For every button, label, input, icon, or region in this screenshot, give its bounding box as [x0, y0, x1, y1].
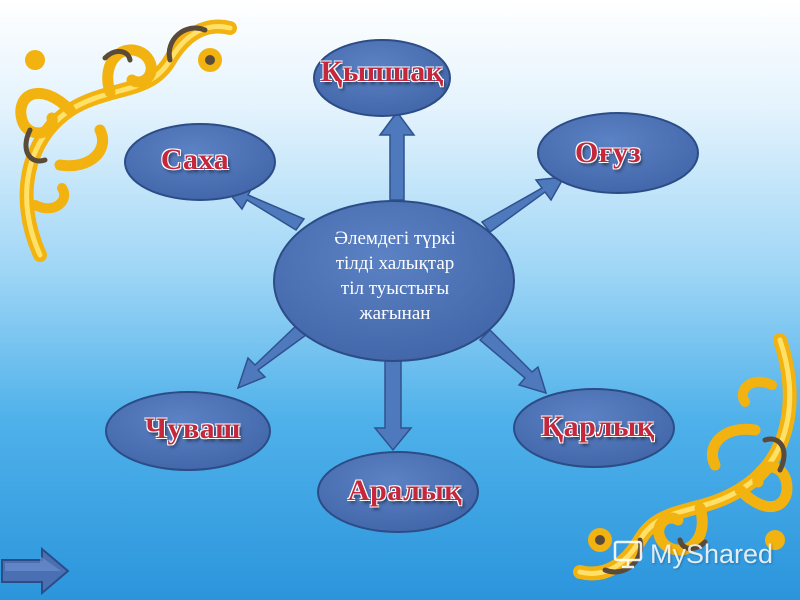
- ornament-bottom-right: [573, 333, 797, 581]
- watermark: MyShared: [612, 536, 773, 572]
- right-arrow-icon: [1, 546, 70, 596]
- center-line-4: жағынан: [359, 303, 431, 324]
- arrow-to-chuvash: [236, 320, 312, 390]
- node-chuvash-label: Чуваш: [144, 412, 242, 445]
- arrow-to-oguz: [480, 176, 566, 234]
- arrow-to-kypshak: [378, 110, 416, 201]
- center-node-text: Әлемдегі түркі тілді халықтар тіл туысты…: [285, 226, 505, 326]
- center-line-1: Әлемдегі түркі: [334, 228, 456, 249]
- node-saha-shape: [124, 123, 276, 201]
- node-saha-label: Саха: [160, 143, 230, 176]
- node-kypshak-shape: [313, 39, 451, 117]
- center-line-2: тілді халықтар: [335, 253, 455, 274]
- node-oguz-label: Оғуз: [574, 136, 641, 169]
- arrow-to-karlyk: [478, 328, 548, 395]
- ornament-top-left: [15, 19, 237, 262]
- node-kypshak-label: Қыпшақ: [320, 55, 444, 88]
- node-oguz-shape: [537, 112, 699, 194]
- next-slide-button[interactable]: [0, 546, 72, 596]
- arrow-to-aralyk: [373, 359, 413, 452]
- node-aralyk-label: Аралық: [347, 474, 463, 507]
- node-chuvash-shape: [105, 391, 271, 471]
- node-karlyk-shape: [513, 388, 675, 468]
- center-node-shape: [273, 200, 515, 362]
- presentation-icon: [613, 540, 643, 569]
- node-aralyk-shape: [317, 451, 479, 533]
- watermark-text: MyShared: [650, 538, 774, 569]
- center-line-3: тіл туыстығы: [340, 278, 450, 299]
- node-karlyk-label: Қарлық: [541, 410, 655, 443]
